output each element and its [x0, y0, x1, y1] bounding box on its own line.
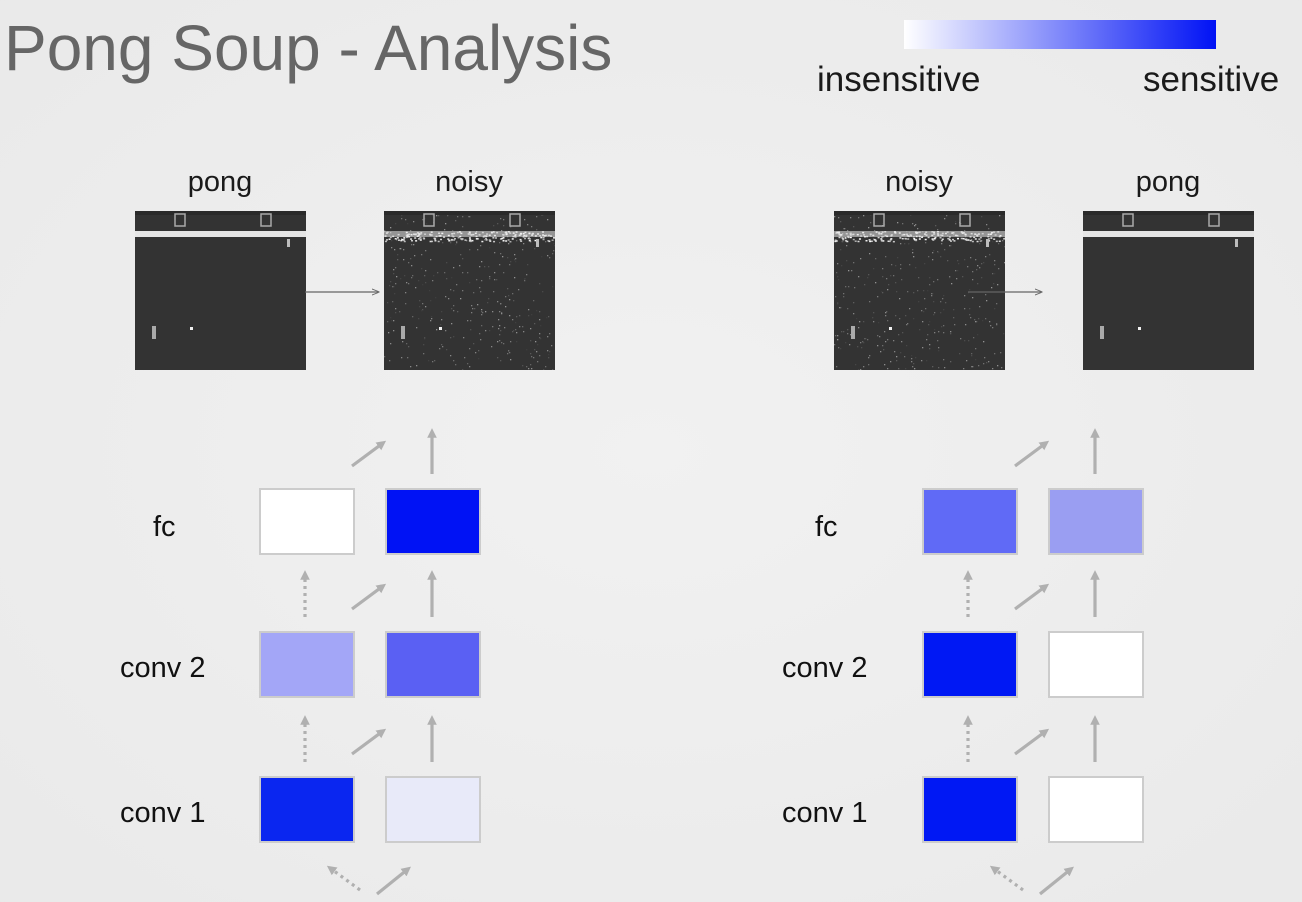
diagonal-arrow: [1014, 440, 1050, 468]
right-layer-label-fc: fc: [815, 511, 838, 543]
diagonal-arrow: [1038, 866, 1074, 896]
left-fc-source-cell: [259, 488, 355, 555]
left-layer-label-conv1: conv 1: [120, 797, 206, 829]
left-conv1-target-cell: [385, 776, 481, 843]
left-conv2-target-cell: [385, 631, 481, 698]
diagonal-arrow: [351, 728, 387, 756]
sensitivity-colorbar: [904, 20, 1216, 49]
legend-low-label: insensitive: [817, 60, 981, 99]
right-target-label: pong: [1135, 166, 1201, 198]
right-fc-target-cell: [1048, 488, 1144, 555]
left-layer-label-conv2: conv 2: [120, 652, 206, 684]
left-conv1-source-cell: [259, 776, 355, 843]
diagonal-arrow: [375, 866, 411, 896]
pong-frame-image: [135, 211, 306, 370]
right-fc-source-cell: [922, 488, 1018, 555]
dotted-input-arrow: [326, 865, 361, 892]
left-layer-label-fc: fc: [153, 511, 176, 543]
right-layer-label-conv2: conv 2: [782, 652, 868, 684]
right-conv2-target-cell: [1048, 631, 1144, 698]
right-conv1-source-cell: [922, 776, 1018, 843]
slide-title: Pong Soup - Analysis: [4, 12, 613, 84]
noisy-pong-frame-image: [834, 211, 1005, 370]
right-layer-label-conv1: conv 1: [782, 797, 868, 829]
diagonal-arrow: [351, 440, 387, 468]
left-target-label: noisy: [435, 166, 503, 198]
left-conv2-source-cell: [259, 631, 355, 698]
dotted-input-arrow: [989, 865, 1024, 892]
noisy-pong-frame-image: [384, 211, 555, 370]
right-conv1-target-cell: [1048, 776, 1144, 843]
right-source-label: noisy: [885, 166, 953, 198]
left-source-label: pong: [187, 166, 253, 198]
right-conv2-source-cell: [922, 631, 1018, 698]
legend-high-label: sensitive: [1143, 60, 1280, 99]
diagonal-arrow: [1014, 728, 1050, 756]
diagonal-arrow: [1014, 583, 1050, 611]
diagonal-arrow: [351, 583, 387, 611]
left-fc-target-cell: [385, 488, 481, 555]
pong-frame-image: [1083, 211, 1254, 370]
